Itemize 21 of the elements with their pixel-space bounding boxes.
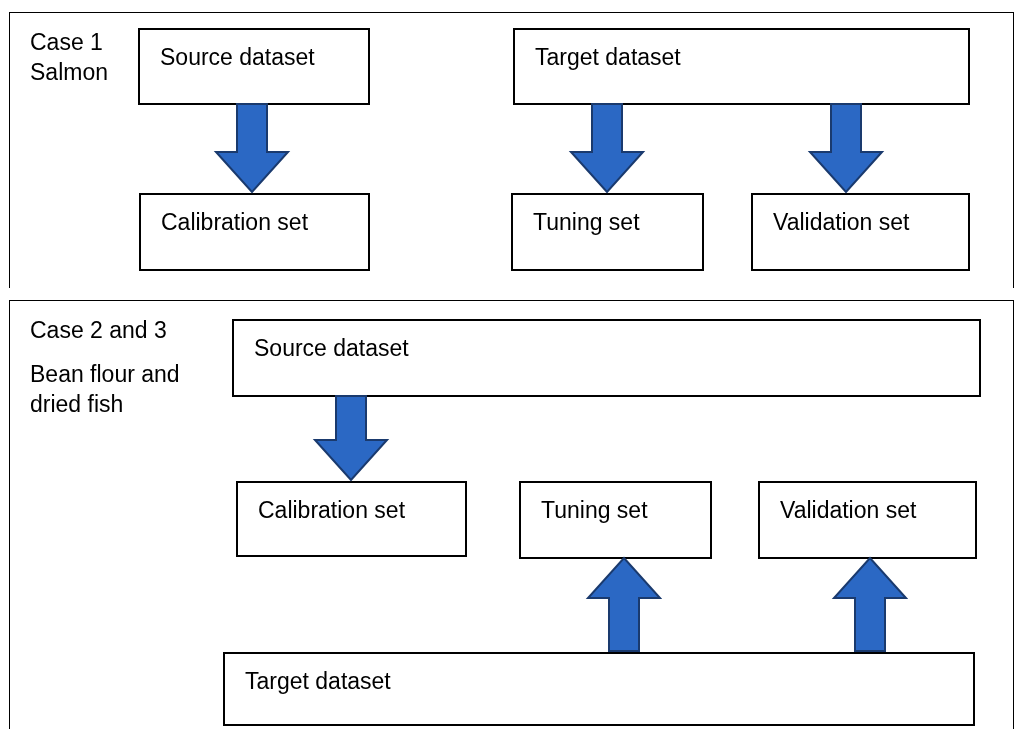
process-box: Calibration set [139,193,370,271]
block-arrow [213,103,291,194]
process-box: Tuning set [519,481,712,559]
block-arrow [585,556,663,652]
process-box: Validation set [751,193,970,271]
process-box: Source dataset [232,319,981,397]
block-arrow [831,556,909,652]
case-panel [9,300,1014,729]
block-arrow [312,395,390,482]
case-panel [9,12,1014,288]
process-box: Source dataset [138,28,370,105]
panel-heading: Case 1 Salmon [30,28,109,87]
process-box: Target dataset [223,652,975,726]
block-arrow [568,103,646,194]
process-box: Validation set [758,481,977,559]
process-box: Tuning set [511,193,704,271]
panel-heading: Case 2 and 3 [30,316,168,345]
block-arrow [807,103,885,194]
panel-heading: Bean flour and dried fish [30,360,181,419]
process-box: Calibration set [236,481,467,557]
process-box: Target dataset [513,28,970,105]
